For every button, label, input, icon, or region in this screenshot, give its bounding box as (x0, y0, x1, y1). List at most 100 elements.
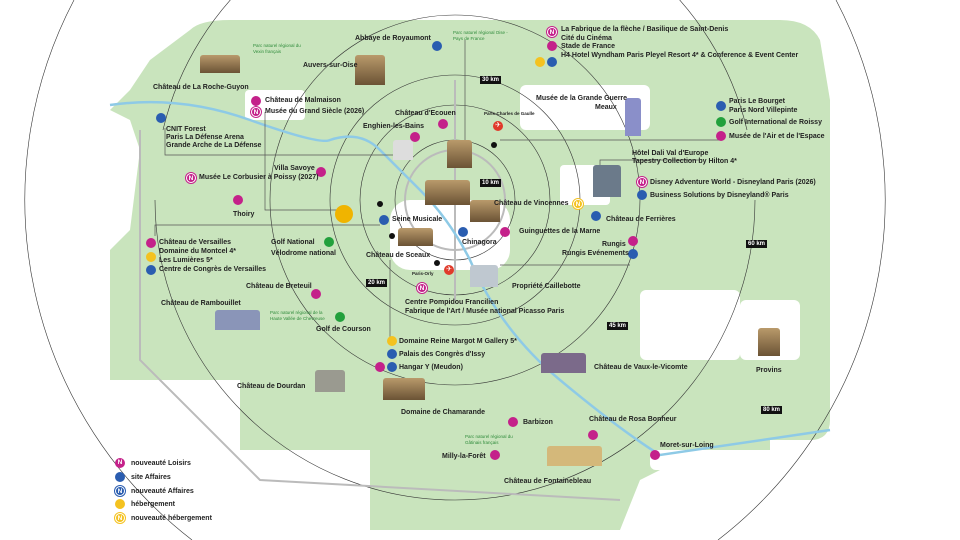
label-golf-national: Golf National (271, 239, 315, 246)
marker-rosa[interactable] (588, 430, 598, 440)
marker-golf-roissy[interactable] (716, 117, 726, 127)
marker-h4-hotel[interactable] (535, 57, 545, 67)
junction-dot (389, 233, 395, 239)
ring-60km (154, 0, 756, 501)
marker-chinagora[interactable] (458, 227, 468, 237)
ring-label-60km: 60 km (746, 240, 768, 248)
label-arche: Grande Arche de La Défense (166, 142, 262, 149)
label-rambouillet: Château de Rambouillet (161, 300, 241, 307)
ring-label-10km: 10 km (480, 179, 502, 187)
marker-versailles[interactable] (146, 238, 156, 248)
marker-hangar-business[interactable] (387, 362, 397, 372)
marker-ecouen[interactable] (438, 119, 448, 129)
monument-provins (752, 328, 786, 359)
marker-rungis-ev[interactable] (628, 249, 638, 259)
label-royaumont: Abbaye de Royaumont (355, 35, 431, 42)
marker-guinguettes[interactable] (500, 227, 510, 237)
marker-biz-disney[interactable] (637, 190, 647, 200)
label-barbizon: Barbizon (523, 419, 553, 426)
label-pompidou: Centre Pompidou Francilien (405, 299, 499, 306)
marker-disney[interactable]: N (637, 177, 647, 187)
marker-ferrieres[interactable] (591, 211, 601, 221)
marker-corbusier[interactable]: N (186, 173, 196, 183)
marker-thoiry[interactable] (233, 195, 243, 205)
marker-enghien[interactable] (410, 132, 420, 142)
marker-defense[interactable] (156, 113, 166, 123)
legend-label: hébergement (131, 500, 175, 508)
label-versailles: Château de Versailles (159, 239, 231, 246)
label-arena: Paris La Défense Arena (166, 134, 244, 141)
label-vincennes: Château de Vincennes (494, 200, 569, 207)
legend-item-business: site Affaires (115, 472, 171, 482)
marker-golf-national[interactable] (324, 237, 334, 247)
marker-hangar-leisure[interactable] (375, 362, 385, 372)
label-moret: Moret-sur-Loing (660, 442, 714, 449)
airport-cdg-label: Paris-Charles de Gaulle (484, 111, 535, 116)
airplane-icon[interactable]: ✈ (493, 121, 503, 131)
marker-moret[interactable] (650, 450, 660, 460)
label-thoiry: Thoiry (233, 211, 255, 218)
junction-dot (491, 142, 497, 148)
marker-congres-versailles[interactable] (146, 265, 156, 275)
marker-bourget[interactable] (716, 101, 726, 111)
label-milly: Milly-la-Forêt (442, 453, 486, 460)
marker-breteuil[interactable] (311, 289, 321, 299)
monument-roche-guyon (194, 55, 246, 76)
monument-sun (329, 205, 359, 226)
marker-rungis[interactable] (628, 236, 638, 246)
label-seine-musicale: Seine Musicale (392, 216, 443, 223)
marker-margot[interactable] (387, 336, 397, 346)
label-sceaux: Château de Sceaux (366, 252, 431, 259)
marker-courson[interactable] (335, 312, 345, 322)
label-air-espace: Musée de l'Air et de l'Espace (729, 133, 825, 140)
label-golf-roissy: Golf International de Roissy (729, 119, 822, 126)
ring-80km-left (24, 0, 193, 540)
ring-80km-right (717, 0, 886, 540)
marker-pompidou[interactable]: N (417, 283, 427, 293)
label-guinguettes: Guinguettes de la Marne (519, 228, 601, 235)
park-chevreuse: Parc naturel régional de la Haute Vallée… (270, 310, 325, 321)
monument-sceaux (392, 228, 439, 249)
legend-business-marker (115, 472, 125, 482)
label-dali-tapestry: Tapestry Collection by Hilton 4* (632, 158, 737, 165)
legend-label: nouveauté Loisirs (131, 459, 191, 467)
marker-h4-business[interactable] (547, 57, 557, 67)
ring-label-30km: 30 km (480, 76, 502, 84)
label-dali: Hôtel Dali Val d'Europe (632, 150, 709, 157)
marker-fabrique[interactable]: N (547, 27, 557, 37)
label-stade: Stade de France (561, 43, 616, 50)
marker-montcel[interactable] (146, 252, 156, 262)
label-auvers: Auvers-sur-Oise (303, 62, 358, 69)
label-dourdan: Château de Dourdan (237, 383, 306, 390)
label-chamarande: Domaine de Chamarande (401, 409, 486, 416)
label-malmaison: Château de Malmaison (265, 97, 341, 104)
seine-river (109, 100, 831, 457)
label-grand-siecle: Musée du Grand Siècle (2026) (265, 108, 365, 115)
marker-air-espace[interactable] (716, 131, 726, 141)
marker-dali[interactable]: N (573, 199, 583, 209)
label-biz-disney: Business Solutions by Disneyland® Paris (650, 192, 789, 199)
marker-barbizon[interactable] (508, 417, 518, 427)
airplane-icon[interactable]: ✈ (444, 265, 454, 275)
label-meaux-musee: Musée de la Grande Guerre (536, 95, 628, 102)
marker-issy[interactable] (387, 349, 397, 359)
label-meaux: Meaux (595, 104, 617, 111)
monument-disney (587, 165, 627, 200)
marker-milly[interactable] (490, 450, 500, 460)
park-oise: Parc naturel régional Oise - Pays de Fra… (453, 30, 508, 41)
marker-stade[interactable] (547, 41, 557, 51)
monument-dourdan (309, 370, 351, 395)
park-vexin: Parc naturel régional du Vexin français (253, 43, 301, 54)
marker-royaumont[interactable] (432, 41, 442, 51)
marker-grand-siecle[interactable]: N (251, 107, 261, 117)
marker-savoye[interactable] (316, 167, 326, 177)
ring-45km (269, 14, 641, 386)
label-rungis: Rungis (602, 241, 626, 248)
label-caillebotte: Propriété Caillebotte (512, 283, 581, 290)
marker-malmaison[interactable] (251, 96, 261, 106)
label-fontainebleau: Château de Fontainebleau (504, 478, 592, 485)
label-courson: Golf de Courson (316, 326, 371, 333)
label-issy: Palais des Congrès d'Issy (399, 351, 486, 358)
marker-seine-musicale[interactable] (379, 215, 389, 225)
legend-new-hotel-marker: N (115, 513, 125, 523)
